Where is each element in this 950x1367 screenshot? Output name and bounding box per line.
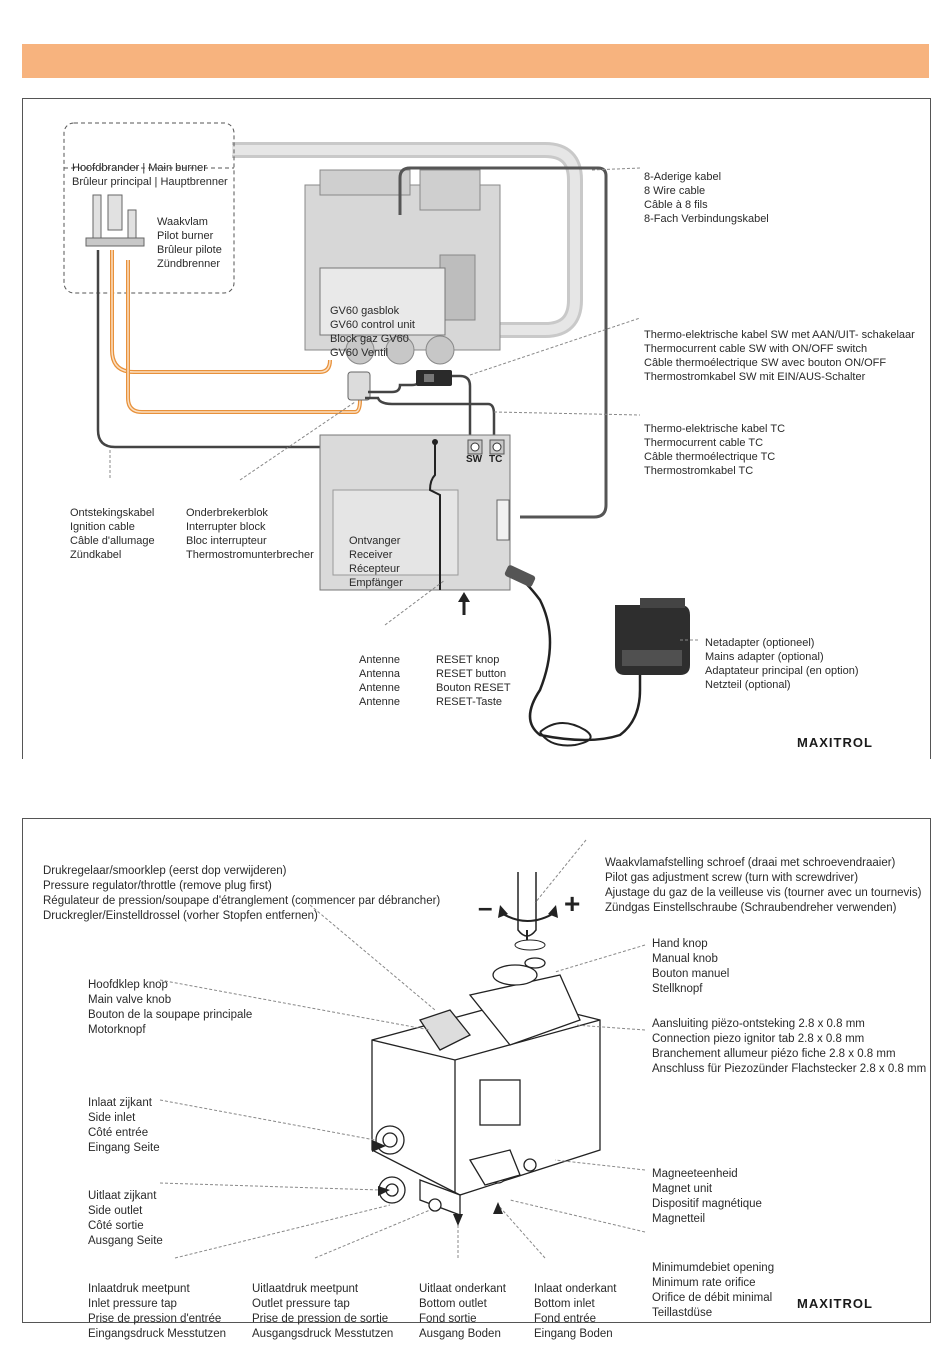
ignition-cable	[96, 250, 345, 449]
pilot-adjust-label: Waakvlamafstelling schroef (draai met sc…	[605, 857, 922, 914]
sw-terminal-label: SW	[466, 454, 483, 465]
pressure-regulator-label: Drukregelaar/smoorklep (eerst dop verwij…	[43, 865, 441, 922]
tc-cable	[365, 396, 496, 440]
adapter-cable	[514, 573, 642, 742]
maxitrol-logo-top: MAXITROL	[797, 735, 873, 750]
burner-box	[63, 122, 235, 294]
thermo-sw-label: Thermo-elektrische kabel SW met AAN/UIT-…	[644, 329, 915, 383]
interrupter-block	[347, 371, 371, 401]
screwdriver-drawing	[498, 872, 558, 951]
gv60-gas-block	[304, 169, 501, 365]
tc-terminal-label: TC	[489, 454, 503, 465]
valve-diagram-panel	[22, 818, 931, 1323]
plus-sign: +	[564, 888, 581, 919]
minus-sign: –	[478, 892, 493, 922]
gv60-valve-body	[371, 957, 601, 1216]
maxitrol-logo-bottom: MAXITROL	[797, 1296, 873, 1311]
receiver-box	[319, 434, 511, 591]
header-banner	[22, 44, 929, 78]
piezo-label: Aansluiting piëzo-ontsteking 2.8 x 0.8 m…	[652, 1018, 927, 1075]
pilot-burner-drawing	[85, 194, 145, 247]
mains-adapter-drawing	[615, 598, 690, 675]
adapter-label: Netadapter (optioneel)Mains adapter (opt…	[705, 637, 859, 691]
wiring-diagram-panel	[22, 98, 931, 759]
